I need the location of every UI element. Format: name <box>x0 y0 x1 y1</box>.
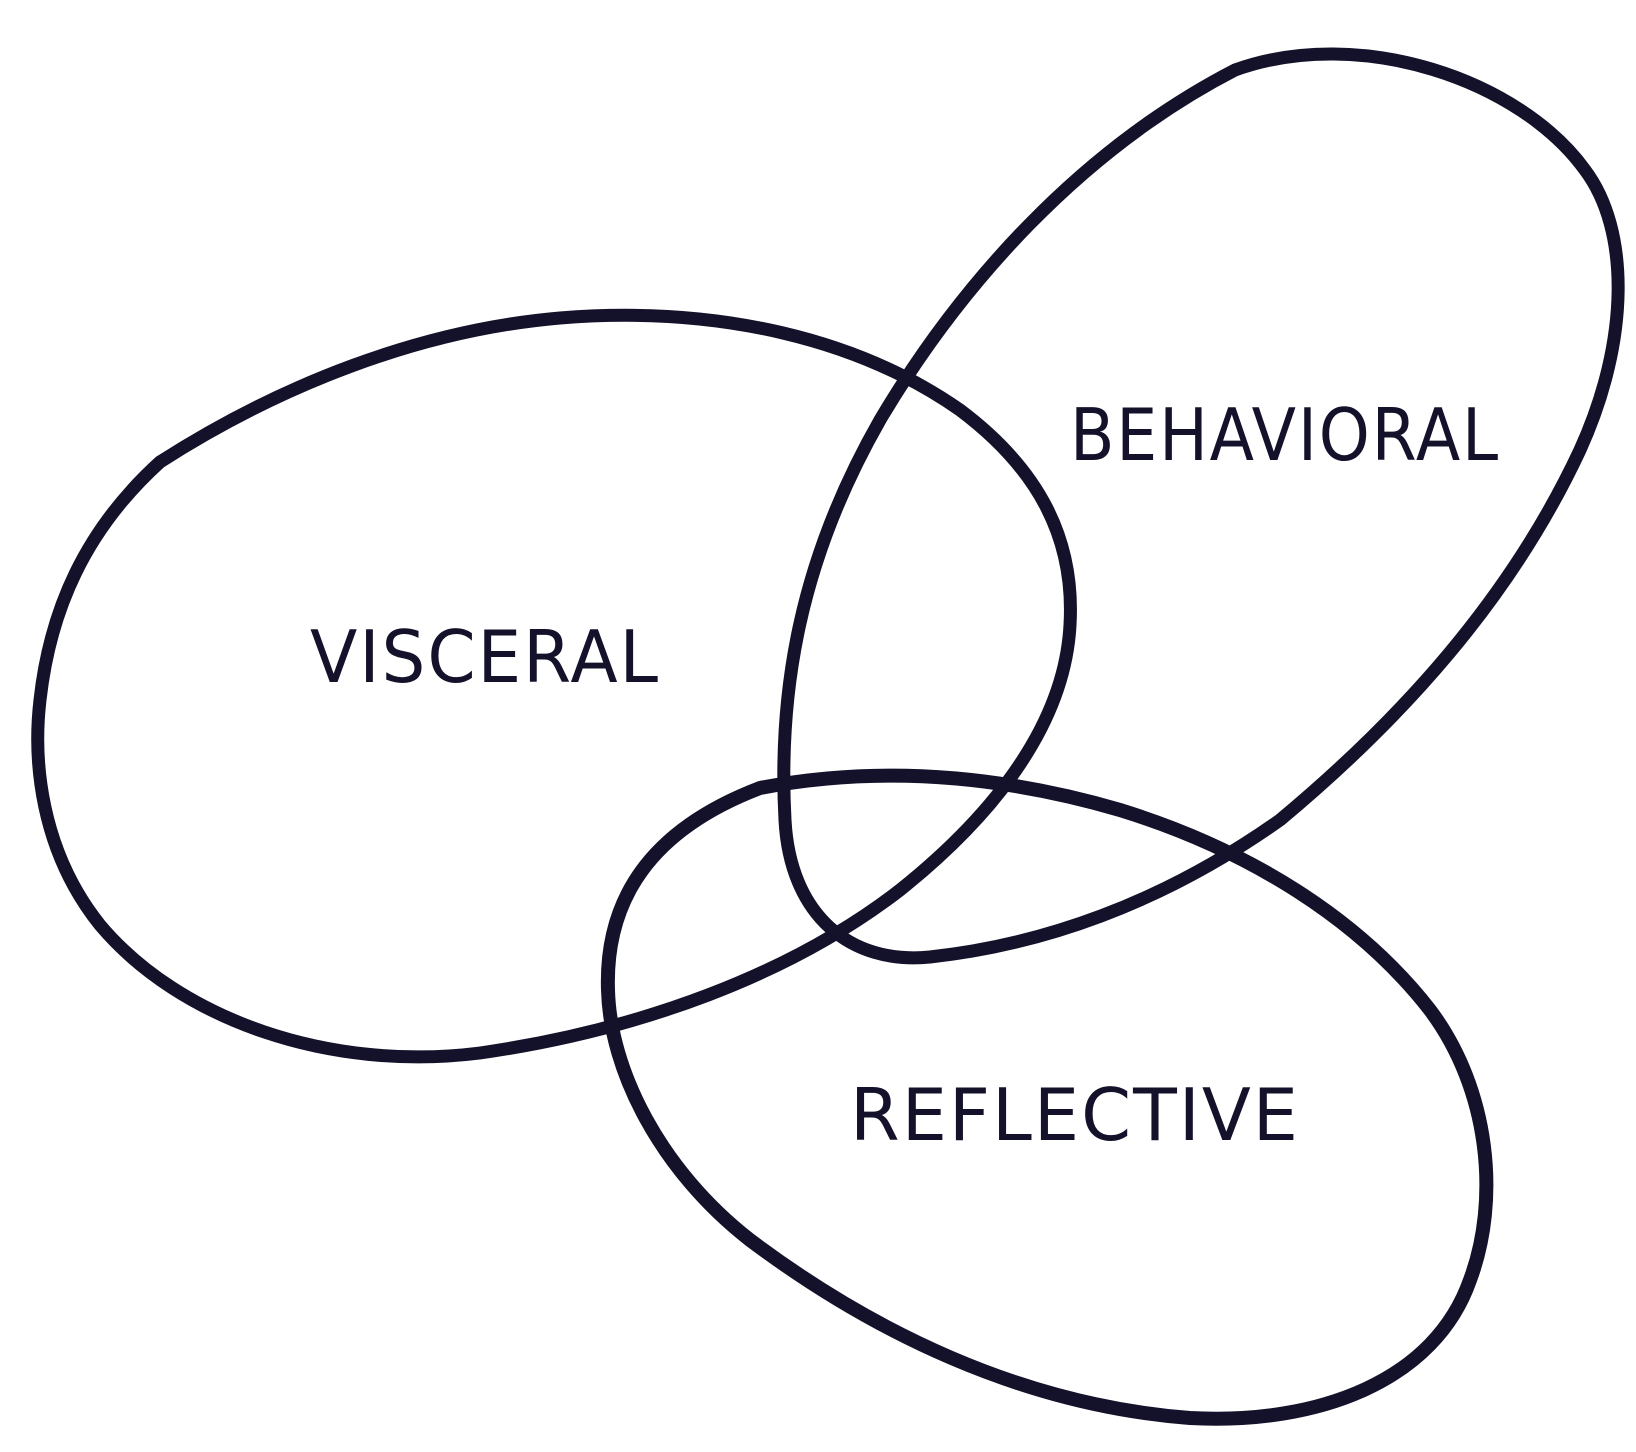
reflective-label: REFLECTIVE <box>850 1073 1300 1157</box>
reflective-circle <box>600 768 1494 1426</box>
behavioral-label: BEHAVIORAL <box>1070 393 1500 477</box>
visceral-circle <box>31 308 1077 1064</box>
behavioral-circle <box>777 47 1625 965</box>
visceral-label: VISCERAL <box>310 615 660 699</box>
